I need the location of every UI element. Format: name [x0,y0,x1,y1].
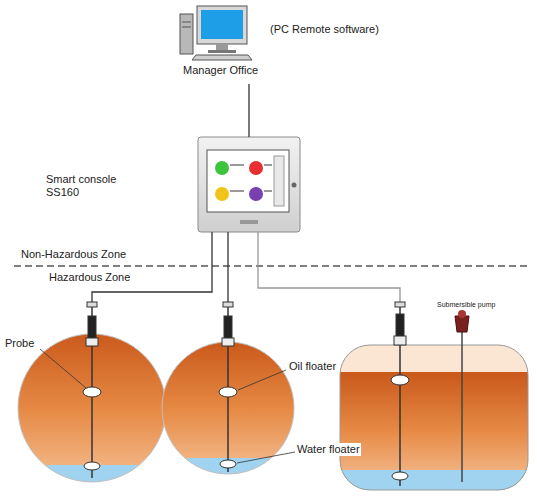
probe-wires [92,232,400,302]
pc-icon [180,6,252,60]
node-title: (PC Remote software) [270,23,379,36]
part-label: Submersible pump [436,300,496,309]
part-label: Water floater [296,443,361,456]
network-cable [248,84,249,137]
console-unit [198,137,300,232]
tank [160,340,300,480]
node-title: Smart console SS160 [46,173,142,199]
tank [340,345,528,490]
probes [83,302,409,486]
console-box: Smart console SS160 [198,137,300,232]
zone-divider [14,265,530,267]
part-label: Probe [4,337,35,350]
part-label: Oil floater [288,360,337,373]
node-caption: Manager Office [183,64,258,77]
pc-workstation: (PC Remote software)Manager Office [175,0,365,84]
tank [15,330,175,490]
submersible-pump [455,310,469,482]
zone-label: Hazardous Zone [48,271,131,284]
leader-lines [40,349,295,463]
zone-label: Non-Hazardous Zone [20,248,127,261]
